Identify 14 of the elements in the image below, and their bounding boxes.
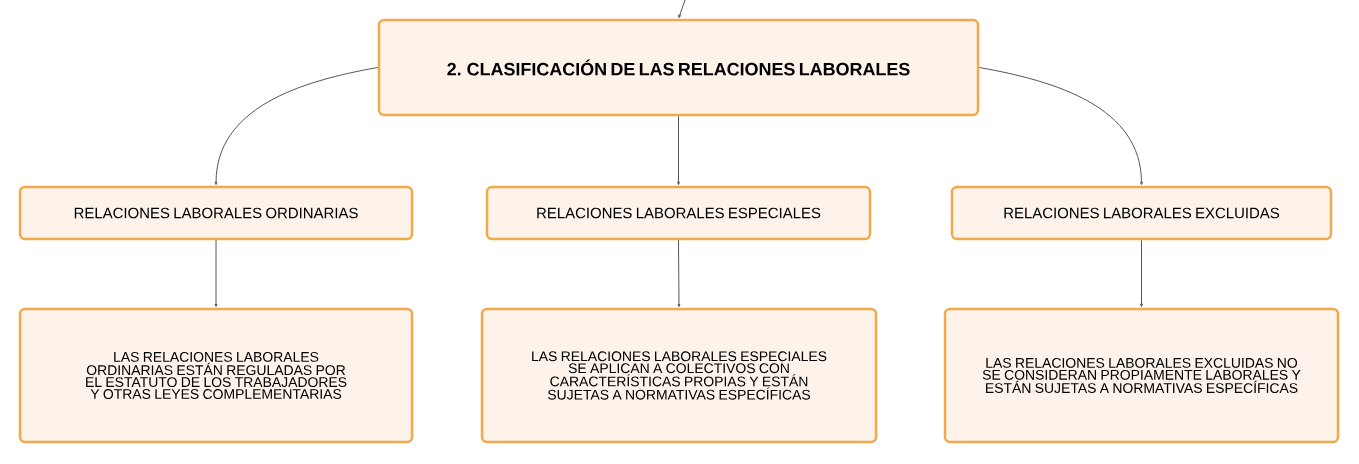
description-box: LAS RELACIONES LABORALES ESPECIALES SE APLICAN A COLECTIVOS CON CARACTERÍSTICAS PROPIAS Y ESTÁN SUJETAS A NORMATIVAS ESPECÍFICAS bbox=[480, 307, 878, 444]
description-box: LAS RELACIONES LABORALES EXCLUIDAS NO SE CONSIDERAN PROPIAMENTE LABORALES Y ESTÁN SUJETAS A NORMATIVAS ESPECÍFICAS bbox=[943, 307, 1340, 444]
title-box: 2. CLASIFICACIÓN DE LAS RELACIONES LABORALES bbox=[377, 18, 980, 117]
category-box: RELACIONES LABORALES ORDINARIAS bbox=[18, 185, 414, 241]
arrow bbox=[214, 239, 218, 308]
arrow bbox=[214, 67, 379, 185]
arrow bbox=[678, 0, 686, 19]
description-box: LAS RELACIONES LABORALES ORDINARIAS ESTÁN REGULADAS POR EL ESTATUTO DE LOS TRABAJADORES Y OTRAS LEYES COMPLEMENTARIAS bbox=[18, 307, 414, 444]
arrow bbox=[677, 239, 681, 308]
arrow bbox=[1140, 239, 1143, 308]
arrow bbox=[978, 67, 1143, 185]
arrow bbox=[677, 115, 680, 185]
category-box: RELACIONES LABORALES EXCLUIDAS bbox=[950, 185, 1333, 241]
category-box: RELACIONES LABORALES ESPECIALES bbox=[485, 185, 872, 241]
